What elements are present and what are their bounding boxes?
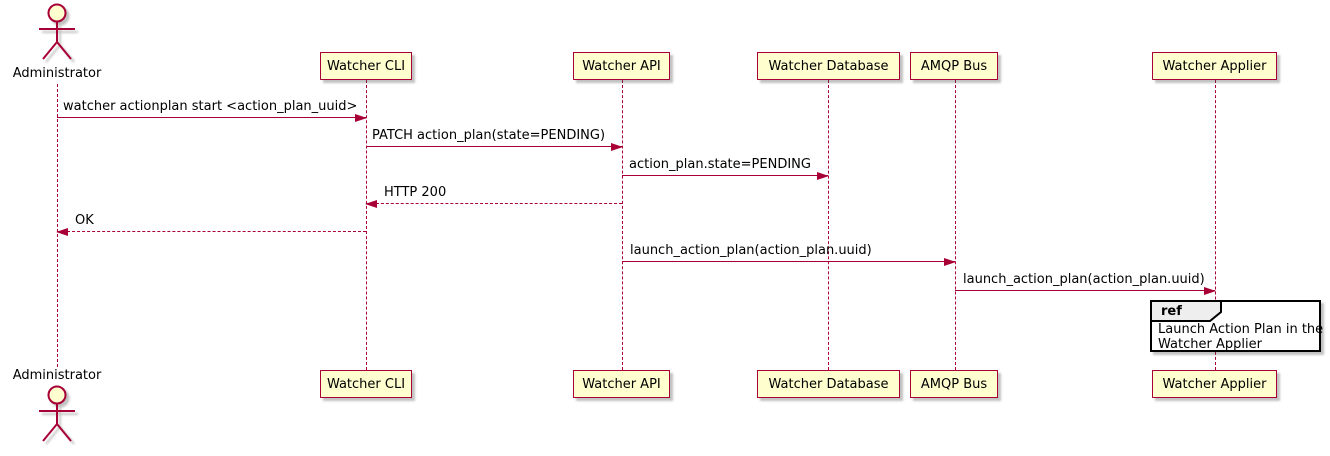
- message-launch-action-plan-bus: launch_action_plan(action_plan.uuid): [955, 272, 1216, 295]
- participant-label: Watcher CLI: [326, 58, 406, 74]
- message-launch-action-plan-api: launch_action_plan(action_plan.uuid): [622, 243, 956, 266]
- ref-fragment: ref Launch Action Plan in the Watcher Ap…: [1150, 300, 1323, 352]
- message-label: action_plan.state=PENDING: [629, 157, 811, 172]
- ref-pentagon-icon: [1150, 300, 1222, 322]
- participant-box-amqp-bus-top: AMQP Bus: [910, 52, 998, 80]
- actor-name-top: Administrator: [12, 66, 102, 81]
- lifeline-watcher-api: [622, 80, 623, 370]
- actor-icon: [39, 385, 75, 442]
- participant-label: Watcher Database: [768, 376, 889, 392]
- actor-name-bottom: Administrator: [12, 368, 102, 383]
- participant-box-watcher-api-bottom: Watcher API: [573, 370, 670, 398]
- arrowhead-right-icon: [1204, 287, 1216, 295]
- participant-label: Watcher API: [582, 376, 661, 392]
- arrowhead-left-icon: [56, 228, 68, 236]
- message-ok: OK: [56, 213, 366, 236]
- participant-box-watcher-applier-bottom: Watcher Applier: [1152, 370, 1277, 398]
- message-start-actionplan: watcher actionplan start <action_plan_uu…: [57, 99, 367, 122]
- message-line: [366, 203, 622, 204]
- participant-box-watcher-applier-top: Watcher Applier: [1152, 52, 1277, 80]
- message-line: [955, 290, 1215, 291]
- participant-label: Watcher API: [582, 58, 661, 74]
- ref-text-line2: Watcher Applier: [1158, 337, 1262, 352]
- message-state-pending: action_plan.state=PENDING: [622, 157, 829, 180]
- participant-label: AMQP Bus: [920, 376, 988, 392]
- actor-icon: [39, 3, 75, 60]
- arrowhead-right-icon: [355, 114, 367, 122]
- message-line: [57, 231, 366, 232]
- lifeline-administrator: [57, 84, 58, 367]
- lifeline-watcher-applier: [1215, 80, 1216, 370]
- participant-label: Watcher Database: [768, 58, 889, 74]
- message-line: [57, 117, 366, 118]
- message-patch-action-plan: PATCH action_plan(state=PENDING): [366, 128, 623, 151]
- message-line: [622, 175, 828, 176]
- participant-label: Watcher Applier: [1162, 58, 1267, 74]
- participant-label: AMQP Bus: [920, 58, 988, 74]
- message-label: watcher actionplan start <action_plan_uu…: [63, 99, 358, 114]
- ref-text-line1: Launch Action Plan in the: [1158, 322, 1324, 337]
- message-line: [366, 146, 622, 147]
- arrowhead-right-icon: [944, 258, 956, 266]
- message-http-200: HTTP 200: [365, 185, 622, 208]
- participant-box-watcher-database-bottom: Watcher Database: [757, 370, 900, 398]
- message-label: PATCH action_plan(state=PENDING): [372, 128, 606, 143]
- participant-box-watcher-api-top: Watcher API: [573, 52, 670, 80]
- arrowhead-right-icon: [611, 143, 623, 151]
- lifeline-watcher-cli: [366, 80, 367, 370]
- lifeline-amqp-bus: [955, 80, 956, 370]
- message-label: OK: [75, 213, 94, 228]
- message-label: launch_action_plan(action_plan.uuid): [963, 272, 1205, 287]
- message-label: launch_action_plan(action_plan.uuid): [630, 243, 872, 258]
- participant-label: Watcher CLI: [326, 376, 406, 392]
- arrowhead-right-icon: [817, 172, 829, 180]
- participant-box-amqp-bus-bottom: AMQP Bus: [910, 370, 998, 398]
- ref-text: Launch Action Plan in the Watcher Applie…: [1158, 322, 1323, 352]
- participant-box-watcher-cli-bottom: Watcher CLI: [320, 370, 412, 398]
- participant-box-watcher-cli-top: Watcher CLI: [320, 52, 412, 80]
- arrowhead-left-icon: [365, 200, 377, 208]
- participant-label: Watcher Applier: [1162, 376, 1267, 392]
- participant-box-watcher-database-top: Watcher Database: [757, 52, 900, 80]
- message-line: [622, 261, 955, 262]
- message-label: HTTP 200: [384, 185, 447, 200]
- ref-keyword: ref: [1161, 304, 1182, 319]
- lifeline-watcher-database: [828, 80, 829, 370]
